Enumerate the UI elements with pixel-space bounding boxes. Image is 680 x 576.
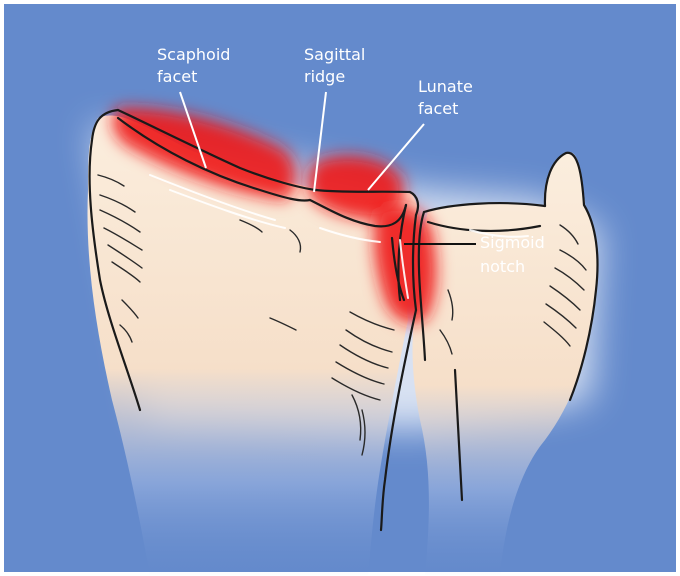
label-lunate-facet-line2: facet	[418, 99, 458, 118]
label-sigmoid-notch-line2: notch	[480, 257, 525, 276]
label-sigmoid-notch-line1: Sigmoid	[480, 233, 545, 252]
label-scaphoid-facet-line1: Scaphoid	[157, 45, 230, 64]
label-sagittal-ridge-line1: Sagittal	[304, 45, 365, 64]
label-sagittal-ridge-line2: ridge	[304, 67, 345, 86]
label-lunate-facet-line1: Lunate	[418, 77, 473, 96]
label-scaphoid-facet-line2: facet	[157, 67, 197, 86]
